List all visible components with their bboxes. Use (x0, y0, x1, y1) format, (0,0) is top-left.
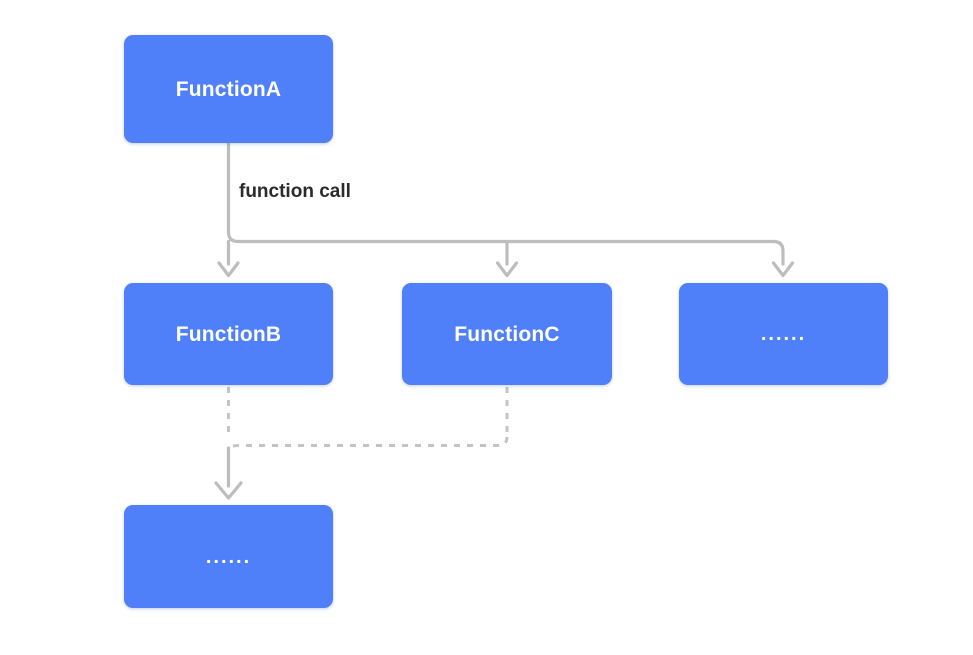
node-function-b-label: FunctionB (175, 322, 282, 346)
node-function-b[interactable]: FunctionB (124, 283, 333, 385)
node-function-a-label: FunctionA (175, 77, 282, 101)
edge-a-to-children (226, 141, 785, 266)
node-more-row3[interactable]: ...... (124, 505, 333, 608)
edge-dash-bus (227, 436, 509, 455)
node-more-row2-label: ...... (760, 323, 807, 345)
arrowhead-more2 (214, 481, 243, 500)
edge-dashed-merge (227, 387, 509, 455)
arrowhead-more1 (771, 261, 795, 278)
edge-bus-left (226, 230, 785, 253)
arrowheads-row2 (217, 261, 795, 278)
arrowhead-c (495, 261, 519, 278)
node-function-c-label: FunctionC (454, 322, 560, 346)
arrowhead-b (217, 261, 240, 278)
edge-to-more2 (214, 446, 243, 500)
node-more-row2[interactable]: ...... (679, 283, 888, 385)
node-more-row3-label: ...... (205, 545, 252, 568)
node-function-a[interactable]: FunctionA (124, 35, 333, 143)
node-function-c[interactable]: FunctionC (402, 283, 612, 385)
edge-label-function-call: function call (239, 181, 351, 202)
